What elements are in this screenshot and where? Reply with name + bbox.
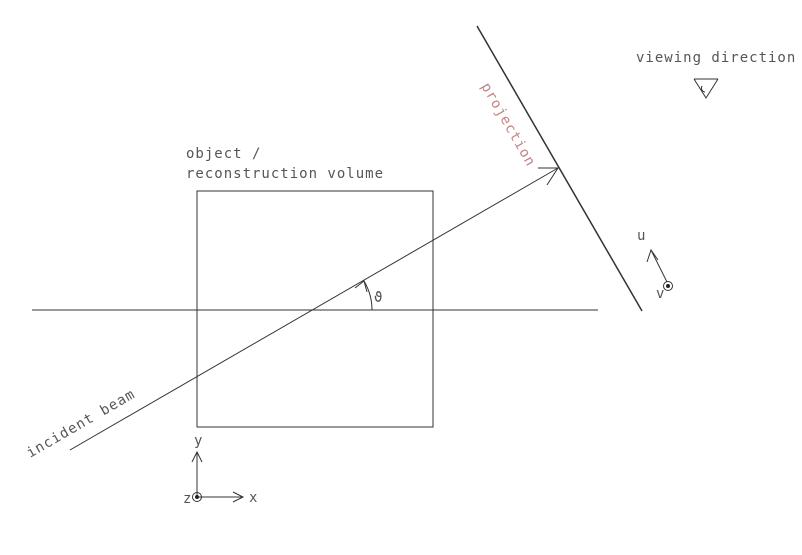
u-axis-arrowhead <box>646 248 659 263</box>
u-axis-label: u <box>637 228 646 244</box>
reconstruction-volume-box <box>196 190 434 428</box>
angle-theta-label: ϑ <box>374 290 383 306</box>
angle-arc-arrowhead <box>354 280 368 293</box>
z-axis-label: z <box>183 491 192 507</box>
incident-beam-label: incident beam <box>24 386 138 461</box>
incident-beam-arrowhead <box>538 167 559 186</box>
incident-beam-line <box>69 167 559 451</box>
x-axis-arrowhead <box>232 491 245 503</box>
object-label: object / <box>186 146 261 162</box>
y-axis-label: y <box>194 433 203 449</box>
v-axis-dot <box>666 284 670 288</box>
y-axis-arrowhead <box>191 450 203 463</box>
reconstruction-volume-label: reconstruction volume <box>186 166 384 182</box>
z-axis-ring <box>192 492 202 502</box>
v-axis-ring <box>663 281 673 291</box>
projection-detector-line <box>476 25 643 312</box>
u-axis-line <box>650 249 668 283</box>
viewing-direction-label: viewing direction <box>636 50 796 66</box>
v-axis-label: v <box>656 286 665 302</box>
eye-icon <box>693 78 719 99</box>
z-axis-dot <box>195 495 199 499</box>
projection-label: projection <box>478 80 539 170</box>
x-axis-label: x <box>249 490 258 506</box>
